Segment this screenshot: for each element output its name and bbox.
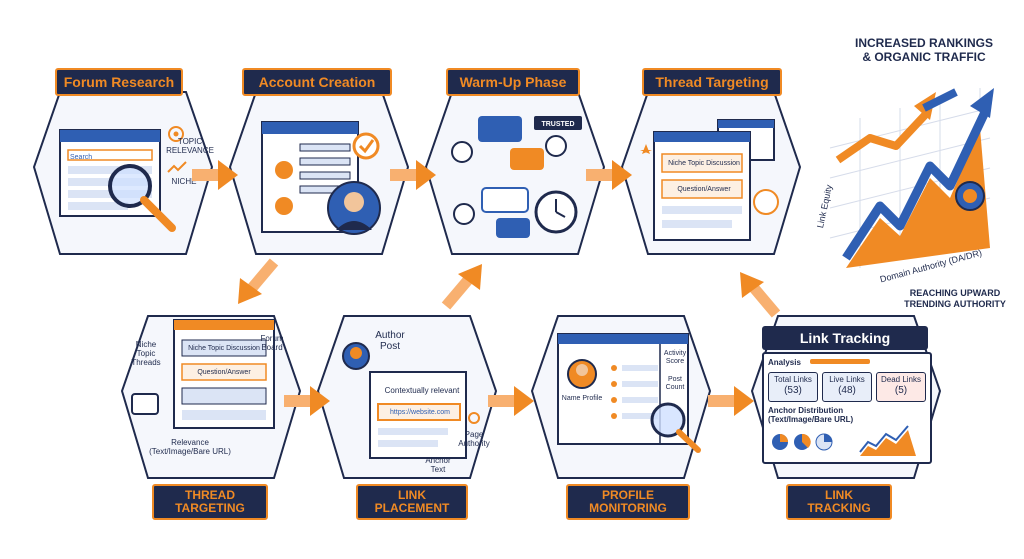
total-links-label: Total Links — [774, 375, 812, 384]
hexagon-frame — [530, 315, 712, 479]
hexagon-frame — [620, 91, 802, 255]
title-link-tracking: LINK TRACKING — [786, 484, 892, 520]
activity-score-label: Activity Score — [663, 350, 687, 365]
title-thread-targeting-top: Thread Targeting — [642, 68, 782, 96]
growth-headline: INCREASED RANKINGS & ORGANIC TRAFFIC — [854, 36, 993, 64]
link-tracking-panel: Analysis Total Links (53) Live Links (48… — [762, 352, 932, 464]
page-authority-label: Page Authority — [458, 430, 490, 448]
analysis-label: Analysis — [768, 358, 801, 367]
arrow-tracking-up-to-thread — [740, 272, 781, 318]
total-links-value: (53) — [784, 385, 802, 396]
anchor-distribution-chart — [772, 425, 916, 456]
arrow-thread-to-placement — [284, 386, 330, 416]
niche-topic-label: Niche Topic Discussion — [668, 160, 740, 167]
hexagon-frame — [120, 315, 302, 479]
step-profile-monitoring: Name Profile Activity Score Post Count — [528, 296, 714, 486]
trusted-badge: TRUSTED — [541, 121, 575, 128]
live-links-value: (48) — [838, 385, 856, 396]
relevance-label: Relevance (Text/Image/Bare URL) — [149, 438, 231, 456]
arrow-account-down-to-thread — [238, 258, 279, 304]
step-link-placement: Author Post Contextually relevant https:… — [314, 296, 500, 486]
link-tracking-panel-title: Link Tracking — [762, 326, 928, 350]
niche-topic-threads-label: Niche Topic Threads — [131, 340, 161, 367]
anchor-distribution-label: Anchor Distribution (Text/Image/Bare URL… — [768, 406, 854, 424]
growth-chart — [829, 88, 994, 268]
arrow-placement-to-monitoring — [488, 386, 534, 416]
arrow-monitoring-to-tracking — [708, 386, 754, 416]
dead-links-label: Dead Links — [880, 375, 922, 384]
author-post-label: Author Post — [375, 330, 405, 352]
dead-links-value: (5) — [894, 385, 908, 396]
step-warm-up-phase: TRUSTED — [422, 72, 608, 262]
arrow-warmup-to-thread — [586, 160, 632, 190]
question-answer-label: Question/Answer — [677, 186, 731, 193]
title-forum-research: Forum Research — [55, 68, 183, 96]
question-answer-label: Question/Answer — [197, 369, 251, 376]
niche-label: NICHE — [171, 177, 197, 186]
step-thread-targeting-top: Niche Topic Discussion Question/Answer — [618, 72, 804, 262]
hexagon-frame — [424, 91, 606, 255]
forum-board-label: Forum Board — [260, 334, 284, 352]
title-warm-up-phase: Warm-Up Phase — [446, 68, 580, 96]
hexagon-frame — [228, 91, 410, 255]
contextually-relevant-label: Contextually relevant — [384, 386, 460, 395]
niche-topic-label: Niche Topic Discussion — [188, 345, 260, 352]
title-profile-monitoring: PROFILE MONITORING — [566, 484, 690, 520]
analysis-bar — [810, 359, 870, 364]
arrow-account-to-warmup — [390, 160, 436, 190]
name-profile-label: Name Profile — [561, 395, 603, 402]
stat-total-links: Total Links (53) — [768, 372, 818, 402]
step-account-creation — [226, 72, 412, 262]
arrow-research-to-account — [192, 160, 238, 190]
anchor-text-label: Anchor Text — [425, 456, 451, 474]
hexagon-frame — [32, 91, 214, 255]
step-forum-research: Search TOPIC RELEVANCE NICHE — [30, 72, 216, 262]
title-thread-targeting-bottom: THREAD TARGETING — [152, 484, 268, 520]
growth-caption: REACHING UPWARD TRENDING AUTHORITY — [904, 288, 1006, 309]
step-thread-targeting-bottom: Forum Board Niche Topic Threads Niche To… — [118, 296, 304, 486]
live-links-label: Live Links — [829, 375, 865, 384]
stat-live-links: Live Links (48) — [822, 372, 872, 402]
hexagon-frame — [316, 315, 498, 479]
url-link[interactable]: https://website.com — [390, 409, 450, 416]
post-count-label: Post Count — [665, 376, 685, 391]
stat-dead-links: Dead Links (5) — [876, 372, 926, 402]
topic-relevance-label: TOPIC RELEVANCE — [166, 137, 214, 155]
title-account-creation: Account Creation — [242, 68, 392, 96]
title-link-placement: LINK PLACEMENT — [356, 484, 468, 520]
search-label: Search — [70, 154, 93, 161]
arrow-placement-up-to-warmup — [441, 264, 482, 310]
